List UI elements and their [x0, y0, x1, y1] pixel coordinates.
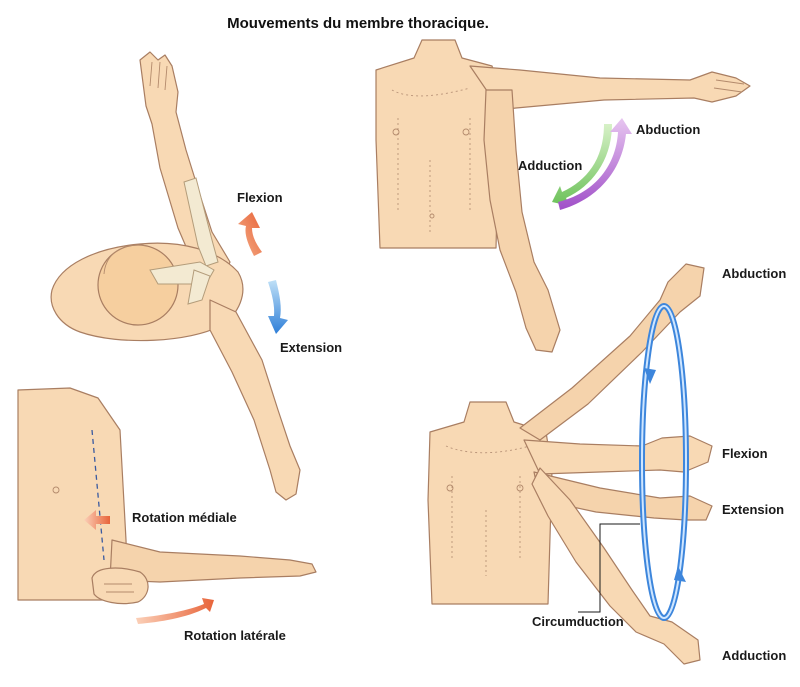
- label-adduction-right: Adduction: [722, 648, 786, 663]
- label-rotation-mediale: Rotation médiale: [132, 510, 237, 525]
- figure-rotation: Rotation médiale Rotation latérale: [17, 387, 317, 643]
- label-extension-top: Extension: [280, 340, 342, 355]
- rotation-laterale-arrow: [136, 598, 214, 624]
- figure-circumduction: Abduction Flexion Extension Circumductio…: [427, 263, 786, 665]
- adduction-arrow: [552, 124, 612, 206]
- abduction-arrow: [558, 118, 632, 210]
- rotation-mediale-arrow: [84, 510, 110, 530]
- label-flexion-right: Flexion: [722, 446, 768, 461]
- circumduction-arrow-up: [644, 368, 656, 384]
- extension-arrow-top: [268, 280, 288, 334]
- figure-abduction-adduction: Abduction Adduction: [375, 39, 751, 353]
- label-extension-right: Extension: [722, 502, 784, 517]
- flexion-arrow-top: [238, 212, 262, 256]
- label-rotation-laterale: Rotation latérale: [184, 628, 286, 643]
- label-adduction-top: Adduction: [518, 158, 582, 173]
- circumduction-arrow-down: [674, 566, 686, 582]
- label-flexion-top: Flexion: [237, 190, 283, 205]
- figure-top-view-flexion-extension: Flexion Extension: [50, 51, 342, 501]
- label-circumduction: Circumduction: [532, 614, 624, 629]
- label-abduction-right: Abduction: [722, 266, 786, 281]
- page-title: Mouvements du membre thoracique.: [227, 15, 489, 32]
- label-abduction-top: Abduction: [636, 122, 700, 137]
